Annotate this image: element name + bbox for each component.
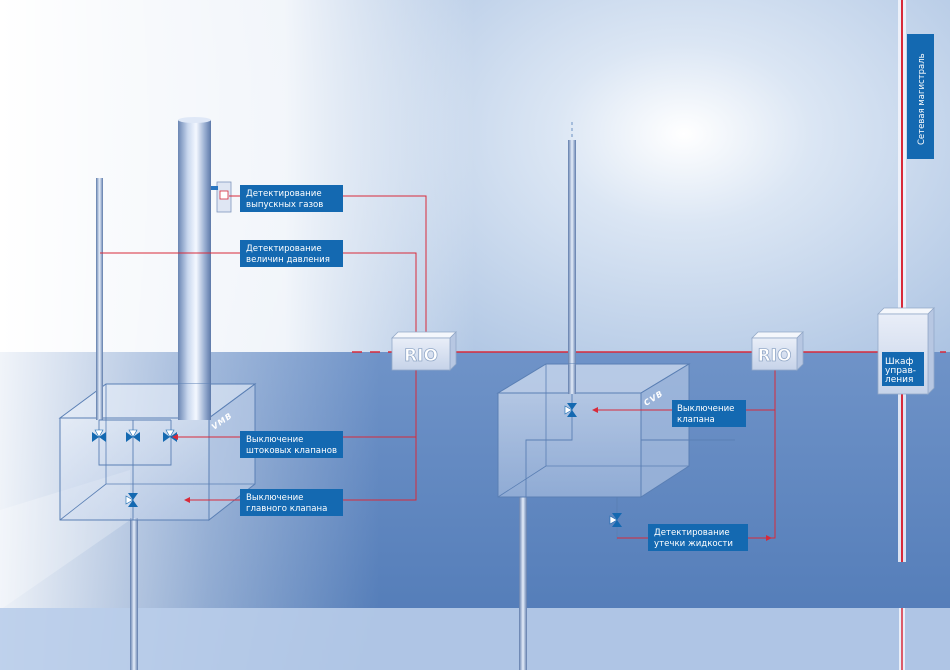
arrow-head [172,434,178,440]
label-stem-valves: Выключение штоковых клапанов [240,431,343,458]
cvb-box [496,363,735,540]
pipe-big-top [178,117,211,123]
pipe-thin-left [96,178,103,420]
svg-text:выпускных газов: выпускных газов [246,200,323,210]
arrow-head [592,407,598,413]
svg-text:Детектирование: Детектирование [654,528,730,538]
svg-text:главного клапана: главного клапана [246,504,327,514]
svg-text:Выключение: Выключение [677,404,734,414]
background-fade [0,0,950,360]
cabinet-label: Шкаф [885,357,914,367]
pipe-vmb-bottom [130,518,138,670]
pipe-cvb-top [568,140,576,380]
label-main-valve: Выключение главного клапана [240,489,343,516]
exhaust-sensor-window [219,190,229,200]
exhaust-sensor-mount [211,186,218,190]
label-exhaust: Детектирование выпускных газов [240,185,343,212]
rio-module: RIO [391,331,457,371]
rio-module: RIO [751,331,804,371]
valve-icon [564,403,577,417]
svg-text:Детектирование: Детектирование [246,189,322,199]
svg-text:Выключение: Выключение [246,435,303,445]
cabinet-label: управ- [885,366,916,376]
bottom-band [0,608,950,670]
pipe-big-left [178,120,211,420]
valve-icon [125,493,138,507]
arrow-head [184,497,190,503]
pipe-cvb-bottom [519,497,527,670]
svg-text:штоковых клапанов: штоковых клапанов [246,446,337,456]
cabinet-label: ления [885,375,913,385]
network-label: Сетевая магистраль [917,53,927,145]
vmb-box [58,383,257,522]
svg-text:величин давления: величин давления [246,255,330,265]
svg-text:Выключение: Выключение [246,493,303,503]
rio-label: RIO [758,346,792,366]
svg-text:Детектирование: Детектирование [246,244,322,254]
valve-icon [126,429,140,442]
label-leak: Детектирование утечки жидкости [648,524,748,551]
label-pressure: Детектирование величин давления [240,240,343,267]
valve-icon [92,429,106,442]
label-valve-off: Выключение клапана [672,400,746,427]
valve-icon [609,513,622,527]
svg-text:утечки жидкости: утечки жидкости [654,539,733,549]
rio-label: RIO [404,346,438,366]
svg-text:клапана: клапана [677,415,715,425]
control-cabinet: Шкаф управ- ления [877,307,935,395]
network-label-box [907,34,934,159]
arrow-head [766,535,772,541]
